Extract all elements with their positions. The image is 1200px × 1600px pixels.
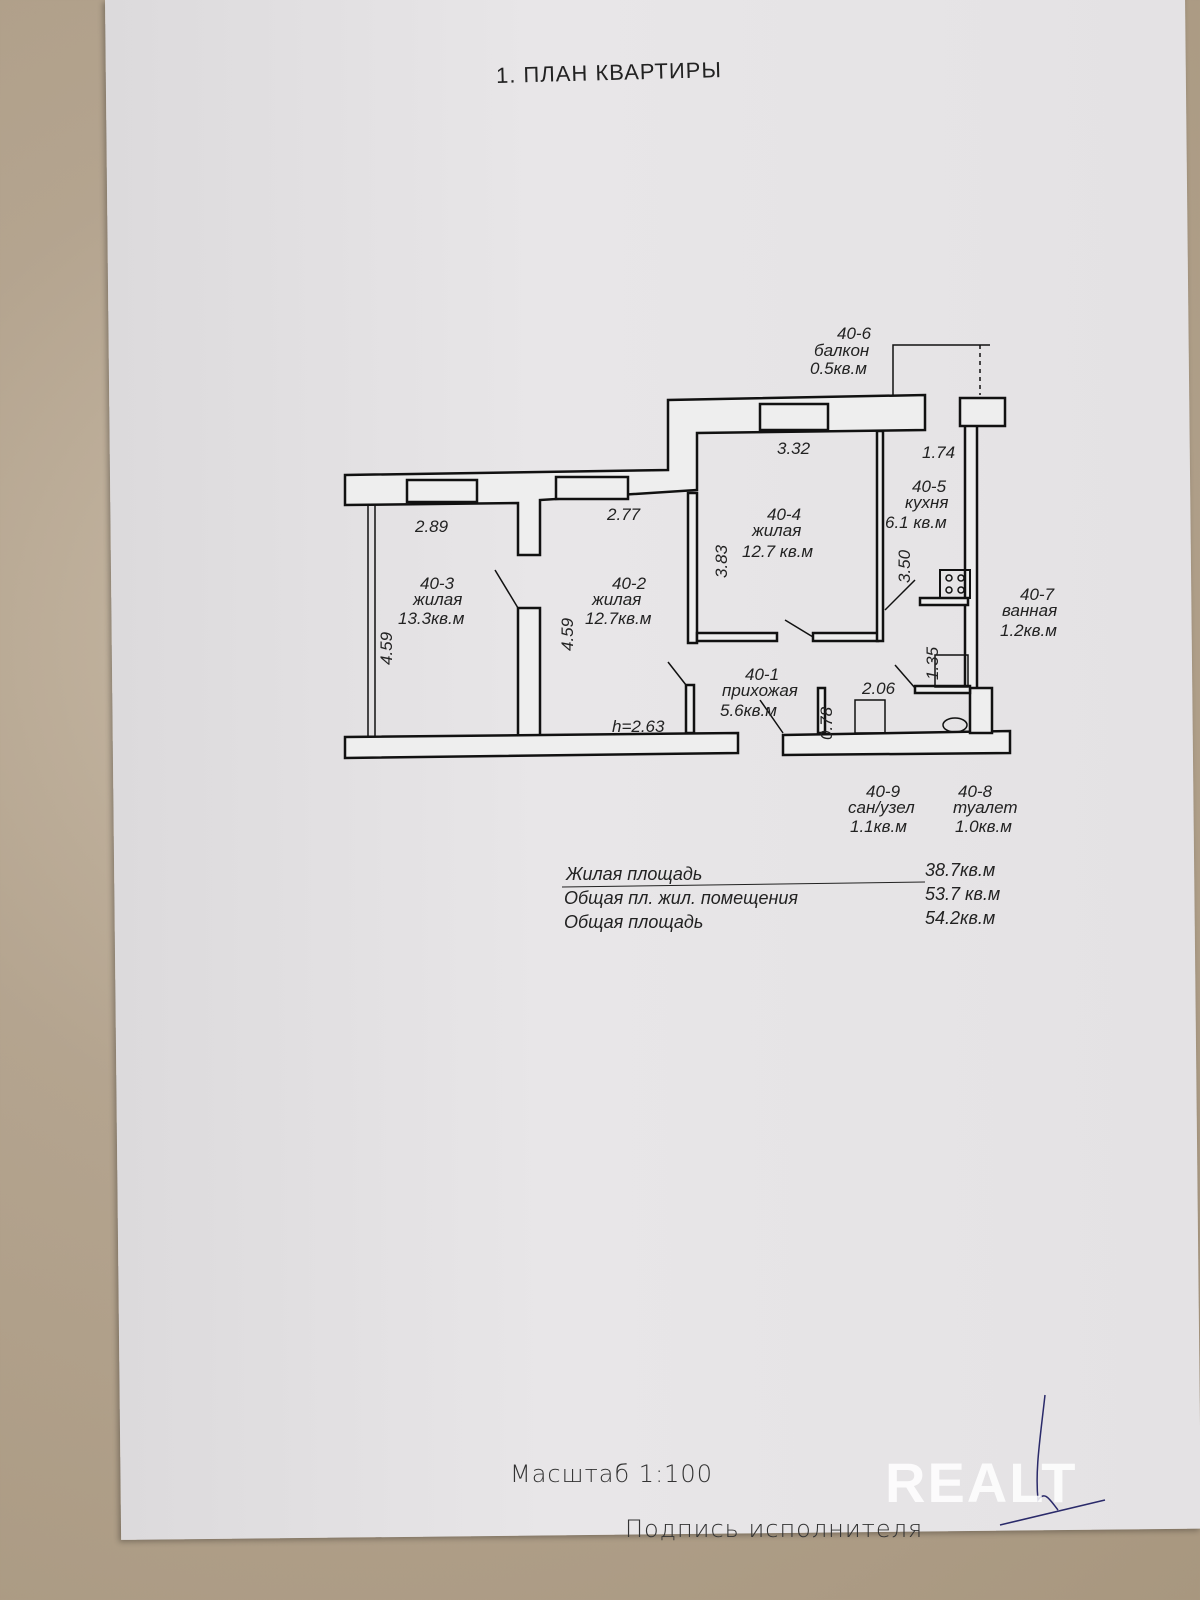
line-mark (759, 699, 784, 734)
total-area-value: 54.2кв.м (925, 908, 996, 928)
circle-mark (957, 586, 965, 594)
rooms-6-type-label: ванная (1002, 601, 1057, 620)
signature (999, 1394, 1106, 1526)
wall-40-4-bottom-b (811, 631, 880, 643)
rooms-6-id-label: 40-7 (1020, 585, 1055, 604)
rooms-4-area-label: 6.1 кв.м (885, 513, 947, 532)
rooms-4-id-label: 40-5 (912, 477, 947, 496)
rooms-5-id-label: 40-6 (837, 324, 872, 343)
dimension-labels: 2.89 2.77 3.32 1.74 3.83 3.50 4.59 4.59 … (377, 439, 955, 740)
dimensions-d289-label: 2.89 (414, 517, 449, 536)
hall-stub (684, 683, 696, 735)
right-wall-top (958, 396, 1007, 428)
wc-wall (816, 686, 827, 735)
dimensions-d277-label: 2.77 (606, 505, 641, 524)
balcony-outline (892, 344, 990, 395)
top-wall-left (343, 393, 927, 557)
circle-mark (945, 574, 953, 582)
rooms-0-type-label: прихожая (722, 681, 798, 700)
rooms-7-area-label: 1.0кв.м (955, 817, 1012, 836)
stove-icon (939, 569, 971, 599)
rooms-1-id-label: 40-2 (612, 574, 647, 593)
dimensions-d174-label: 1.74 (922, 443, 955, 462)
rooms-8-id-label: 40-9 (866, 782, 901, 801)
line-mark (561, 881, 926, 888)
bottom-wall-left (343, 731, 740, 760)
toilet-wall (913, 684, 972, 695)
line-mark (894, 664, 916, 689)
total-area-label: Общая площадь (564, 912, 704, 932)
bathtub-icon (934, 654, 969, 688)
signature-label: Подпись исполнителя (625, 1515, 924, 1543)
walls (343, 393, 1012, 760)
rooms-5-type-label: балкон (814, 341, 870, 360)
rooms-3-area-label: 12.7 кв.м (742, 542, 813, 561)
right-wall (963, 423, 979, 692)
dimensions-d078-label: 0.78 (817, 706, 836, 740)
window-40-4 (758, 402, 830, 432)
dimensions-d206-label: 2.06 (861, 679, 896, 698)
dimensions-d459b-label: 4.59 (558, 617, 577, 651)
watermark-logo: REALT (885, 1451, 1078, 1514)
g-mark (367, 344, 990, 737)
living-area-value: 38.7кв.м (925, 860, 996, 880)
dwelling-area-value: 53.7 кв.м (925, 884, 1001, 904)
rooms-3-type-label: жилая (751, 521, 801, 540)
rooms-7-id-label: 40-8 (958, 782, 993, 801)
rooms-8-type-label: сан/узел (848, 798, 915, 817)
rooms-6-area-label: 1.2кв.м (1000, 621, 1057, 640)
dimensions-height-label: h=2.63 (612, 717, 665, 736)
rooms-2-id-label: 40-3 (420, 574, 455, 593)
rooms-2-type-label: жилая (412, 590, 462, 609)
rooms-7-type-label: туалет (953, 798, 1018, 817)
rooms-4-type-label: кухня (905, 493, 948, 512)
dimensions-d135-label: 1.35 (923, 646, 942, 680)
wall-40-4-bottom-a (695, 631, 779, 643)
wall-40-4-left (686, 491, 699, 645)
partition-40-3-40-2 (516, 606, 542, 738)
dimensions-d332-label: 3.32 (777, 439, 811, 458)
toilet-icon (942, 717, 968, 733)
rooms-5-area-label: 0.5кв.м (810, 359, 867, 378)
bottom-wall-right (781, 729, 1012, 757)
circle-mark (957, 574, 965, 582)
rooms-8-area-label: 1.1кв.м (850, 817, 907, 836)
rooms-0-area-label: 5.6кв.м (720, 701, 777, 720)
living-area-label: Жилая площадь (566, 864, 703, 884)
rooms-3-id-label: 40-4 (767, 505, 801, 524)
window-40-3 (405, 478, 479, 504)
sink-icon (854, 699, 886, 734)
line-mark (884, 579, 916, 611)
rooms-1-type-label: жилая (591, 590, 641, 609)
dimensions-d459a-label: 4.59 (377, 631, 396, 665)
window-40-2 (554, 475, 630, 501)
rooms-0-id-label: 40-1 (745, 665, 779, 684)
line-mark (494, 569, 519, 609)
rooms-2-area-label: 13.3кв.м (398, 609, 465, 628)
rooms-1-area-label: 12.7кв.м (585, 609, 652, 628)
circle-mark (945, 586, 953, 594)
scale-label: Масштаб 1:100 (510, 1460, 713, 1488)
line-mark (784, 619, 814, 638)
dimensions-d383-label: 3.83 (712, 544, 731, 578)
wall-40-4-right (875, 429, 885, 643)
dimensions-d350-label: 3.50 (895, 549, 914, 583)
dwelling-area-label: Общая пл. жил. помещения (564, 888, 799, 908)
line-mark (667, 661, 687, 686)
right-wall-block (968, 686, 994, 735)
bath-wall (918, 596, 970, 607)
